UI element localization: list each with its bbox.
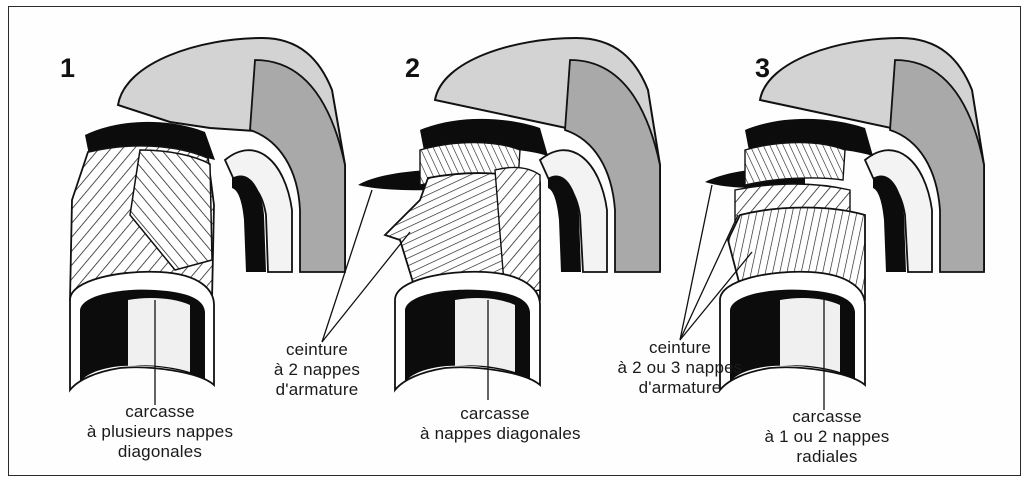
caption-line: ceinture (605, 338, 755, 358)
caption-line: diagonales (85, 442, 235, 462)
panel-2-number: 2 (405, 55, 420, 82)
tire-2-bead-lip (455, 298, 515, 372)
caption-line: ceinture (262, 340, 372, 360)
caption-line: à 1 ou 2 nappes (762, 427, 892, 447)
panel-1-carcass-label: carcasse à plusieurs nappes diagonales (85, 402, 235, 462)
panel-3-belt-label: ceinture à 2 ou 3 nappes d'armature (605, 338, 755, 398)
tire-3-belt-ply (745, 143, 845, 186)
tire-1-bead-lip (128, 298, 190, 372)
caption-line: d'armature (605, 378, 755, 398)
caption-line: d'armature (262, 380, 372, 400)
caption-line: radiales (762, 447, 892, 467)
caption-line: carcasse (420, 404, 570, 424)
caption-line: à plusieurs nappes (85, 422, 235, 442)
panel-1-number: 1 (60, 55, 75, 82)
panel-2-carcass-label: carcasse à nappes diagonales (420, 404, 570, 444)
caption-line: à nappes diagonales (420, 424, 570, 444)
tire-3-bead-lip (780, 298, 840, 372)
caption-line: carcasse (762, 407, 892, 427)
caption-line: carcasse (85, 402, 235, 422)
panel-3-carcass-label: carcasse à 1 ou 2 nappes radiales (762, 407, 892, 467)
caption-line: à 2 ou 3 nappes (605, 358, 755, 378)
panel-3-number: 3 (755, 55, 770, 82)
panel-2-belt-label: ceinture à 2 nappes d'armature (262, 340, 372, 400)
tire-1 (70, 38, 345, 390)
caption-line: à 2 nappes (262, 360, 372, 380)
